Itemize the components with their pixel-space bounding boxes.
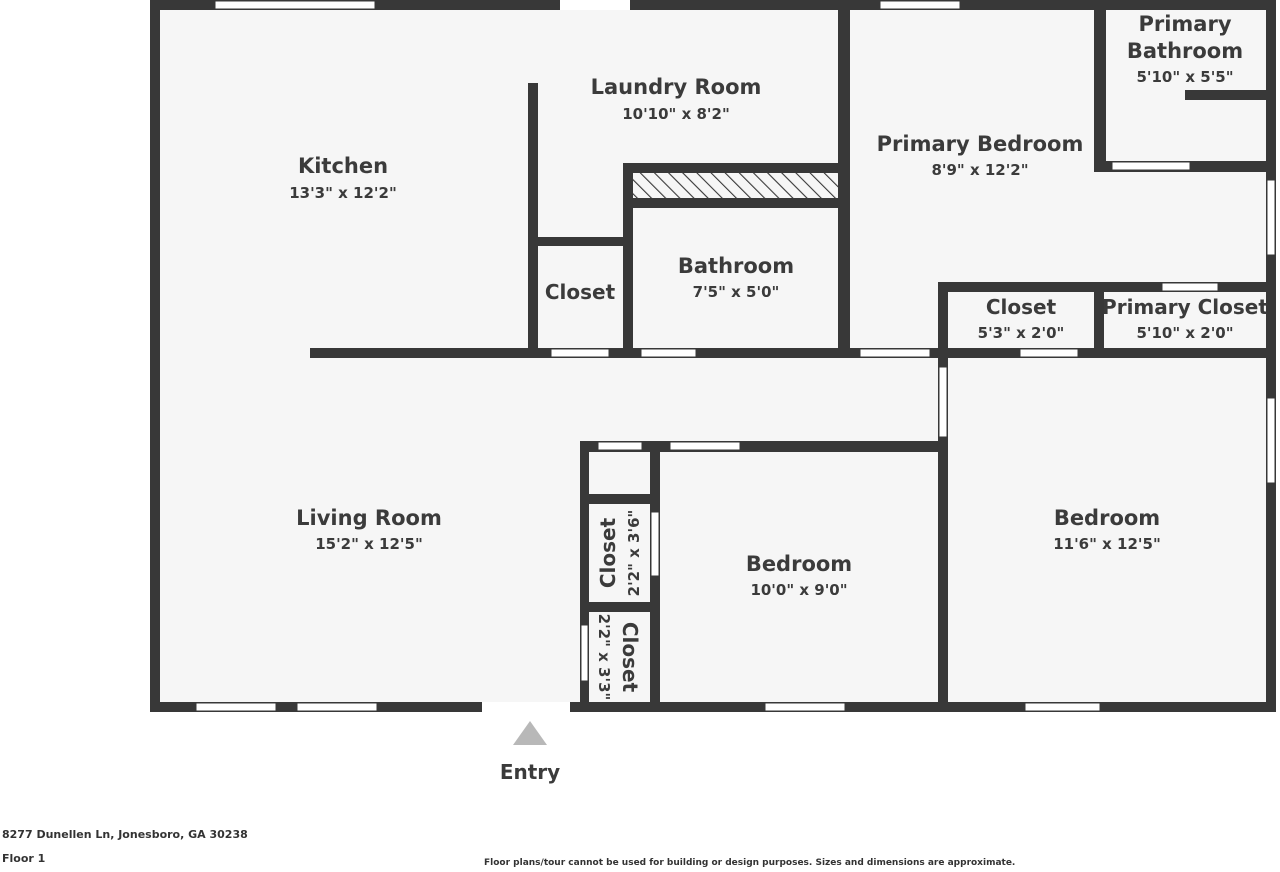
room-name: Closet bbox=[596, 517, 620, 588]
openings bbox=[195, 0, 1276, 712]
entry-label: Entry bbox=[500, 760, 560, 784]
property-address: 8277 Dunellen Ln, Jonesboro, GA 30238 bbox=[2, 828, 248, 841]
room-dims: 10'0" x 9'0" bbox=[750, 581, 847, 599]
window bbox=[1024, 702, 1101, 712]
window bbox=[214, 0, 376, 10]
room-closet-vertical-2: Closet 2'2" x 3'3" bbox=[595, 614, 642, 701]
room-bedroom-middle: Bedroom 10'0" x 9'0" bbox=[746, 552, 852, 599]
room-bedroom-right: Bedroom 11'6" x 12'5" bbox=[1053, 506, 1161, 553]
window bbox=[879, 0, 961, 10]
door-opening bbox=[650, 511, 660, 577]
room-dims: 2'2" x 3'6" bbox=[625, 510, 643, 597]
room-primary-bathroom: Primary Bathroom 5'10" x 5'5" bbox=[1127, 12, 1243, 86]
door-opening bbox=[1111, 161, 1191, 171]
room-dims: 8'9" x 12'2" bbox=[931, 161, 1028, 179]
floor-label: Floor 1 bbox=[2, 852, 46, 865]
room-dims: 7'5" x 5'0" bbox=[693, 283, 780, 301]
room-living-room: Living Room 15'2" x 12'5" bbox=[296, 506, 442, 553]
room-dims: 15'2" x 12'5" bbox=[315, 535, 423, 553]
window bbox=[296, 702, 378, 712]
door-opening bbox=[938, 366, 948, 438]
room-name: Closet bbox=[545, 280, 616, 304]
room-closet-small: Closet 5'3" x 2'0" bbox=[978, 295, 1065, 342]
interior-walls bbox=[310, 0, 1276, 712]
room-dims: 11'6" x 12'5" bbox=[1053, 535, 1161, 553]
room-dims: 5'3" x 2'0" bbox=[978, 324, 1065, 342]
entry-arrow-icon bbox=[513, 721, 547, 745]
room-name: Primary Bedroom bbox=[877, 132, 1084, 156]
room-name: Bathroom bbox=[1127, 39, 1243, 63]
room-name: Bedroom bbox=[1054, 506, 1160, 530]
room-name: Primary bbox=[1138, 12, 1231, 36]
room-bathroom: Bathroom 7'5" x 5'0" bbox=[678, 254, 794, 301]
door-opening bbox=[640, 348, 697, 358]
room-name: Primary Closet bbox=[1102, 295, 1268, 319]
window bbox=[764, 702, 846, 712]
room-name: Laundry Room bbox=[591, 75, 762, 99]
room-name: Closet bbox=[618, 622, 642, 693]
room-laundry: Laundry Room 10'10" x 8'2" bbox=[591, 75, 762, 123]
window bbox=[195, 702, 277, 712]
window bbox=[1266, 179, 1276, 256]
room-name: Bathroom bbox=[678, 254, 794, 278]
door-opening bbox=[1019, 348, 1079, 358]
room-dims: 5'10" x 2'0" bbox=[1136, 324, 1233, 342]
door-opening bbox=[669, 441, 741, 451]
room-primary-bedroom: Primary Bedroom 8'9" x 12'2" bbox=[877, 132, 1084, 179]
room-primary-closet: Primary Closet 5'10" x 2'0" bbox=[1102, 295, 1268, 342]
door-opening bbox=[597, 441, 643, 451]
door-opening bbox=[859, 348, 931, 358]
room-dims: 5'10" x 5'5" bbox=[1136, 68, 1233, 86]
room-dims: 10'10" x 8'2" bbox=[622, 105, 730, 123]
door-opening bbox=[580, 624, 589, 682]
room-closet-vertical-1: Closet 2'2" x 3'6" bbox=[596, 510, 643, 597]
door-opening bbox=[550, 348, 610, 358]
room-name: Kitchen bbox=[298, 154, 388, 178]
room-dims: 13'3" x 12'2" bbox=[289, 184, 397, 202]
door-opening bbox=[1161, 282, 1219, 292]
room-name: Living Room bbox=[296, 506, 442, 530]
laundry-shelf bbox=[633, 173, 838, 198]
room-closet-hall: Closet bbox=[545, 280, 616, 304]
window bbox=[1266, 397, 1276, 484]
room-kitchen: Kitchen 13'3" x 12'2" bbox=[289, 154, 397, 202]
room-dims: 2'2" x 3'3" bbox=[595, 614, 613, 701]
entry-door-opening bbox=[482, 702, 570, 712]
disclaimer: Floor plans/tour cannot be used for buil… bbox=[484, 858, 1016, 868]
door-opening bbox=[560, 0, 630, 10]
room-name: Closet bbox=[986, 295, 1057, 319]
room-name: Bedroom bbox=[746, 552, 852, 576]
